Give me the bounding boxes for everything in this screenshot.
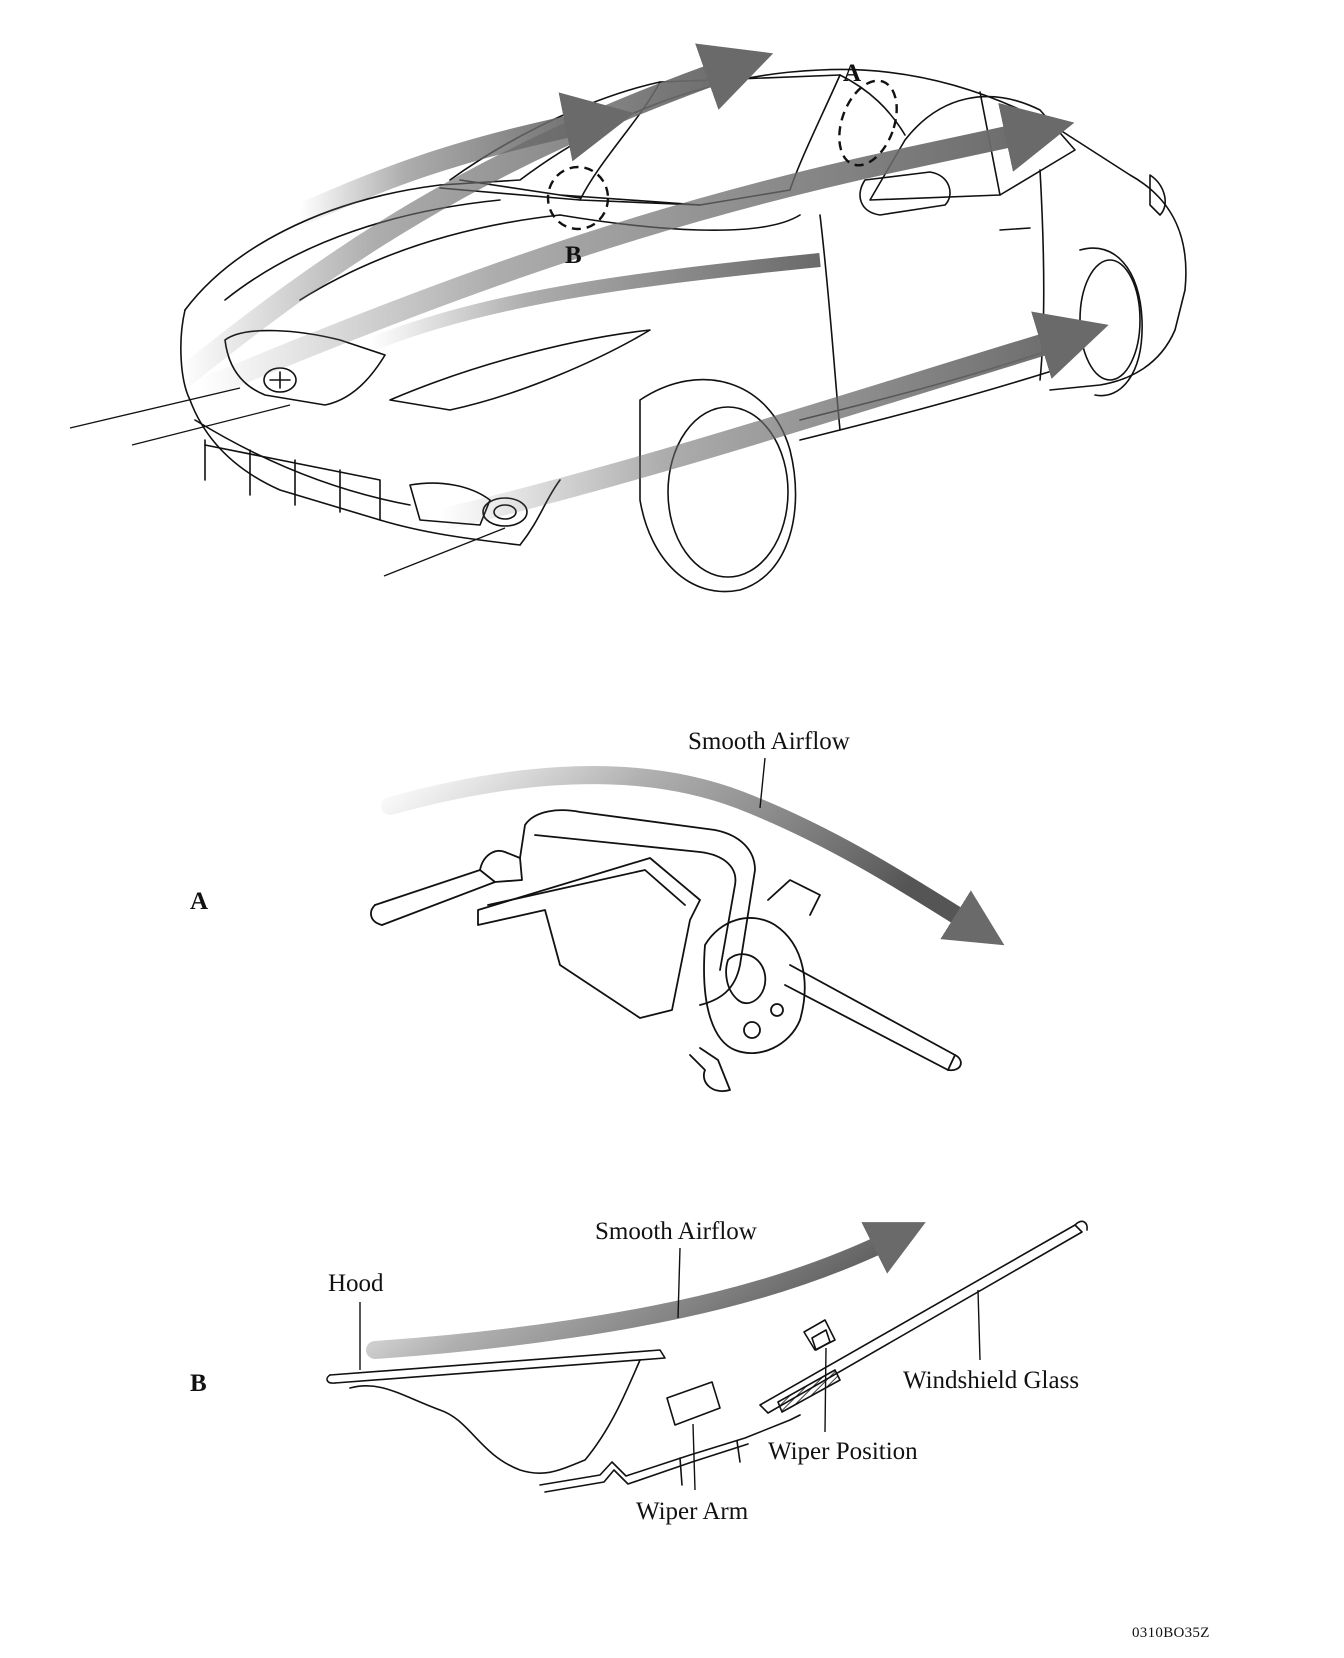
hood-label: Hood (328, 1270, 384, 1297)
callout-circle-b (546, 165, 610, 231)
leader-wiper-arm (692, 1423, 696, 1491)
callout-b-label: B (565, 242, 582, 269)
figure-code: 0310BO35Z (1132, 1625, 1210, 1641)
detail-b-drawing (326, 1220, 1088, 1493)
incoming-air-lines (69, 387, 506, 577)
leader-windshield-glass (977, 1289, 981, 1361)
detail-b-section-label: B (190, 1370, 207, 1397)
detail-a-section-label: A (190, 888, 209, 915)
windshield-glass-label: Windshield Glass (903, 1367, 1080, 1394)
airflow-ribbon-front (367, 253, 821, 352)
detail-a-drawing (370, 766, 1005, 1092)
leader-smooth-airflow-b (677, 1247, 681, 1319)
leader-smooth-airflow-a (759, 757, 766, 809)
car-airflow-ribbons (173, 43, 1109, 531)
airflow-ribbon-side (437, 311, 1109, 531)
airflow-ribbon-roof (295, 92, 635, 226)
wiper-arm-label: Wiper Arm (636, 1498, 749, 1525)
detail-a-smooth-airflow-label: Smooth Airflow (688, 728, 850, 755)
callout-a-label: A (843, 60, 862, 87)
airflow-ribbon-hood (195, 102, 1075, 401)
leader-lines (359, 757, 981, 1491)
car-illustration (180, 68, 1187, 593)
detail-b-airflow-arrow (366, 1222, 926, 1359)
airflow-ribbon-windshield (173, 43, 774, 389)
detail-a-airflow-arrow (381, 766, 1005, 946)
leader-wiper-position (824, 1347, 827, 1433)
detail-b-smooth-airflow-label: Smooth Airflow (595, 1218, 757, 1245)
wiper-position-label: Wiper Position (768, 1438, 918, 1465)
